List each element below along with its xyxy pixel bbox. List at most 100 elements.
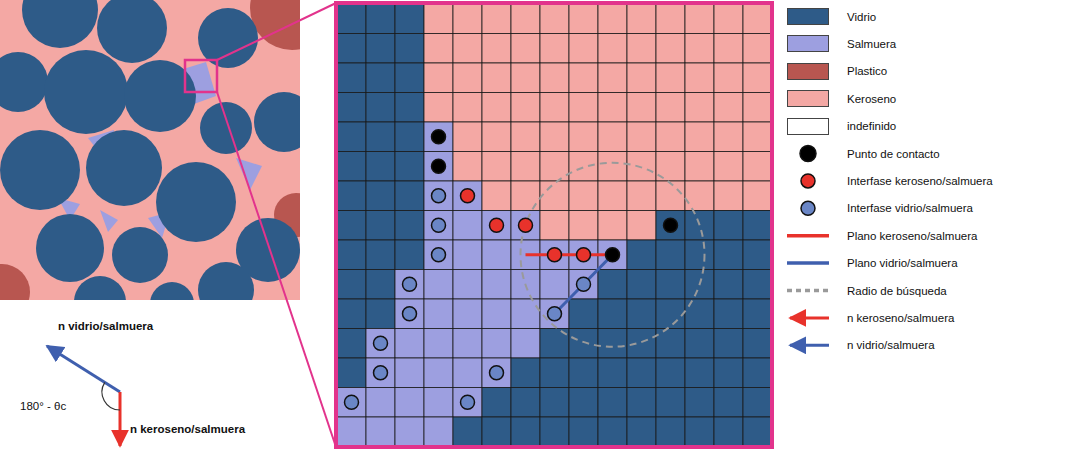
voxel: [337, 270, 366, 300]
voxel: [453, 93, 482, 123]
voxel: [482, 122, 511, 152]
voxel: [482, 329, 511, 359]
voxel: [511, 211, 540, 241]
voxel: [685, 240, 714, 270]
interface-point: [606, 248, 620, 262]
voxel: [366, 270, 395, 300]
voxel: [598, 122, 627, 152]
voxel: [395, 181, 424, 211]
voxel: [424, 358, 453, 388]
voxel: [482, 93, 511, 123]
voxel: [395, 93, 424, 123]
legend-symbol: [790, 344, 829, 347]
voxel: [395, 358, 424, 388]
vector-label: n keroseno/salmuera: [130, 421, 245, 437]
voxel: [569, 63, 598, 93]
voxel: [453, 181, 482, 211]
voxel: [656, 388, 685, 418]
voxel: [627, 63, 656, 93]
voxel: [569, 388, 598, 418]
voxel: [627, 181, 656, 211]
voxel: [482, 299, 511, 329]
voxel: [424, 299, 453, 329]
voxel: [714, 4, 743, 34]
voxel: [569, 181, 598, 211]
voxel: [598, 4, 627, 34]
voxel: [627, 299, 656, 329]
voxel: [453, 152, 482, 182]
voxel: [337, 299, 366, 329]
legend-swatch: [787, 90, 829, 107]
voxel: [714, 93, 743, 123]
voxel: [337, 122, 366, 152]
voxel: [424, 181, 453, 211]
voxel: [366, 152, 395, 182]
voxel: [395, 63, 424, 93]
voxel: [366, 299, 395, 329]
voxel: [540, 93, 569, 123]
interface-point: [461, 395, 475, 409]
legend-swatch: [787, 63, 829, 80]
voxel: [511, 417, 540, 447]
voxel: [627, 329, 656, 359]
voxel: [714, 299, 743, 329]
voxel: [656, 93, 685, 123]
voxel: [656, 299, 685, 329]
voxel: [685, 211, 714, 241]
voxel: [627, 417, 656, 447]
voxel: [656, 34, 685, 64]
voxel: [743, 4, 772, 34]
voxel: [395, 4, 424, 34]
voxel: [395, 388, 424, 418]
voxel: [743, 34, 772, 64]
interface-point: [374, 336, 388, 350]
voxel: [511, 34, 540, 64]
voxel: [424, 388, 453, 418]
legend-text: Salmuera: [847, 36, 896, 52]
voxel: [714, 211, 743, 241]
voxel: [511, 329, 540, 359]
voxel: [395, 417, 424, 447]
interface-point: [519, 218, 533, 232]
voxel: [395, 329, 424, 359]
voxel: [685, 93, 714, 123]
voxel: [598, 93, 627, 123]
voxel: [656, 240, 685, 270]
interface-point: [490, 366, 504, 380]
legend-symbol: [787, 261, 829, 265]
voxel: [482, 240, 511, 270]
legend-text: indefinido: [847, 118, 896, 134]
vector-label: 180° - θc: [20, 398, 66, 414]
voxel: [453, 329, 482, 359]
normal-vectors: [47, 346, 120, 446]
voxel: [395, 270, 424, 300]
voxel: [482, 4, 511, 34]
voxel: [569, 152, 598, 182]
voxel: [743, 388, 772, 418]
zoom-frame: [336, 3, 772, 447]
voxel: [569, 417, 598, 447]
voxel: [656, 329, 685, 359]
voxel: [482, 152, 511, 182]
voxel: [366, 388, 395, 418]
voxel: [569, 299, 598, 329]
legend-text: Keroseno: [847, 91, 896, 107]
voxel: [482, 388, 511, 418]
voxel: [743, 299, 772, 329]
voxel: [337, 93, 366, 123]
voxel: [366, 63, 395, 93]
voxel: [598, 34, 627, 64]
voxel: [656, 63, 685, 93]
interface-point: [490, 218, 504, 232]
voxel: [714, 181, 743, 211]
legend-symbol: [801, 201, 815, 215]
interface-point: [345, 395, 359, 409]
voxel: [366, 4, 395, 34]
voxel: [743, 240, 772, 270]
voxel: [482, 181, 511, 211]
glass-brine-plane: [555, 255, 613, 314]
voxel: [366, 93, 395, 123]
interface-point: [432, 218, 446, 232]
voxel: [482, 358, 511, 388]
interface-point: [432, 189, 446, 203]
